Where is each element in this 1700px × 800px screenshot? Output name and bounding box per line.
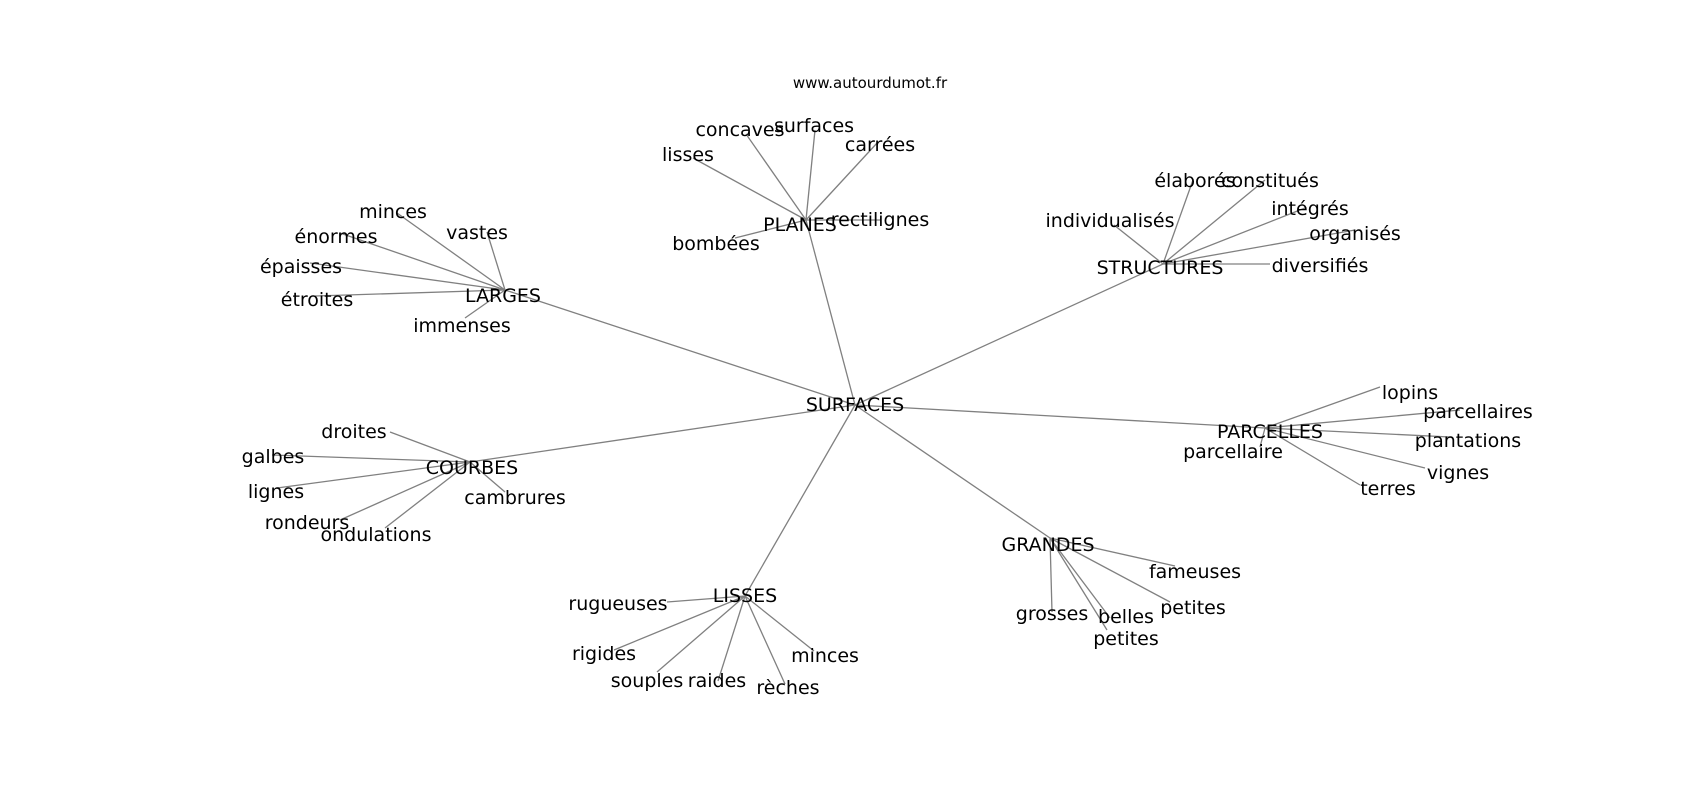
branch-leaf-edge <box>339 461 471 521</box>
branch-leaf-edge <box>745 133 807 221</box>
branch-leaf-edge <box>1049 537 1171 603</box>
leaf-node: parcellaires <box>1423 401 1533 423</box>
leaf-node: raides <box>688 670 746 692</box>
root-branch-edge <box>805 219 856 406</box>
branch-node: PLANES <box>763 214 837 236</box>
leaf-node: rèches <box>756 677 819 699</box>
branch-leaf-edge <box>613 595 746 651</box>
branch-leaf-edge <box>692 157 807 221</box>
root-branch-edge <box>854 263 1164 406</box>
leaf-node: minces <box>359 201 427 223</box>
branch-leaf-edge <box>1049 537 1176 567</box>
branch-leaf-edge <box>1259 427 1266 448</box>
leaf-node: galbes <box>242 446 305 468</box>
leaf-node: rigides <box>572 643 636 665</box>
branch-leaf-edge <box>486 231 506 291</box>
leaf-node: petites <box>1093 628 1159 650</box>
branch-leaf-edge <box>339 232 506 291</box>
root-branch-edge <box>744 404 856 597</box>
branch-node: LARGES <box>465 285 541 307</box>
branch-leaf-edge <box>396 212 506 291</box>
branch-leaf-edge <box>1049 537 1111 619</box>
branch-leaf-edge <box>1162 179 1194 265</box>
branch-leaf-edge <box>1264 427 1451 438</box>
branch-leaf-edge <box>314 289 506 297</box>
leaf-node: plantations <box>1415 430 1521 452</box>
leaf-node: lignes <box>248 481 304 503</box>
leaf-node: épaisses <box>260 256 342 278</box>
leaf-node: parcellaire <box>1183 441 1283 463</box>
branch-leaf-edge <box>384 461 471 529</box>
branch-leaf-edge <box>309 262 506 291</box>
branch-leaf-edge <box>805 141 879 221</box>
leaf-node: ondulations <box>321 524 432 546</box>
branch-leaf-edge <box>271 454 471 463</box>
leaf-node: vignes <box>1427 462 1489 484</box>
root-branch-edge <box>854 404 1266 429</box>
leaf-node: belles <box>1098 606 1154 628</box>
branch-leaf-edge <box>1162 207 1306 265</box>
branch-leaf-edge <box>1264 427 1361 486</box>
branch-leaf-edge <box>1049 537 1053 613</box>
branch-leaf-edge <box>656 595 746 673</box>
leaf-node: lopins <box>1382 382 1438 404</box>
leaf-node: souples <box>611 670 684 692</box>
leaf-node: immenses <box>413 315 511 337</box>
branch-leaf-edge <box>469 461 506 493</box>
root-branch-edge <box>504 289 856 406</box>
leaf-node: cambrures <box>464 487 566 509</box>
leaf-node: rectilignes <box>831 209 930 231</box>
leaf-node: individualisés <box>1046 210 1175 232</box>
leaf-node: fameuses <box>1149 561 1241 583</box>
branch-leaf-edge <box>1264 427 1426 469</box>
branch-node: STRUCTURES <box>1097 257 1224 279</box>
leaf-node: minces <box>791 645 859 667</box>
leaf-node: rondeurs <box>265 512 350 534</box>
leaf-node: surfaces <box>774 115 854 137</box>
branch-leaf-edge <box>1162 179 1266 265</box>
branch-node: PARCELLES <box>1217 421 1323 443</box>
branch-leaf-edge <box>1049 537 1108 631</box>
leaf-node: bombées <box>672 233 760 255</box>
branch-leaf-edge <box>805 129 816 221</box>
leaf-node: organisés <box>1309 223 1401 245</box>
leaf-node: droites <box>321 421 386 443</box>
branch-node: COURBES <box>426 457 518 479</box>
branch-leaf-edge <box>1264 386 1381 429</box>
leaf-node: étroites <box>281 289 353 311</box>
branch-leaf-edge <box>464 289 506 319</box>
branch-leaf-edge <box>744 595 815 652</box>
branch-leaf-edge <box>1264 409 1461 429</box>
site-watermark: www.autourdumot.fr <box>793 74 948 92</box>
leaf-node: carrées <box>845 134 915 156</box>
leaf-node: diversifiés <box>1272 255 1369 277</box>
branch-leaf-edge <box>1162 229 1356 265</box>
leaf-node: vastes <box>446 222 508 244</box>
branch-node: GRANDES <box>1001 534 1094 556</box>
leaf-node: énormes <box>295 226 378 248</box>
leaf-node: terres <box>1360 478 1416 500</box>
branch-leaf-edge <box>389 431 471 463</box>
root-node: SURFACES <box>806 394 904 416</box>
root-branch-edge <box>854 404 1051 539</box>
leaf-node: petites <box>1160 597 1226 619</box>
leaf-node: élaborés <box>1154 170 1235 192</box>
leaf-node: lisses <box>662 144 714 166</box>
root-branch-edge <box>469 404 856 463</box>
branch-leaf-edge <box>744 595 786 685</box>
branch-leaf-edge <box>734 219 807 239</box>
leaf-node: rugueuses <box>568 593 667 615</box>
leaf-node: concaves <box>695 119 784 141</box>
leaf-node: intégrés <box>1271 198 1349 220</box>
leaf-node: constitués <box>1221 170 1319 192</box>
branch-leaf-edge <box>666 595 746 603</box>
branch-leaf-edge <box>1113 224 1164 265</box>
branch-node: LISSES <box>713 585 777 607</box>
branch-leaf-edge <box>717 595 746 682</box>
branch-leaf-edge <box>276 461 471 489</box>
leaf-node: grosses <box>1016 603 1088 625</box>
